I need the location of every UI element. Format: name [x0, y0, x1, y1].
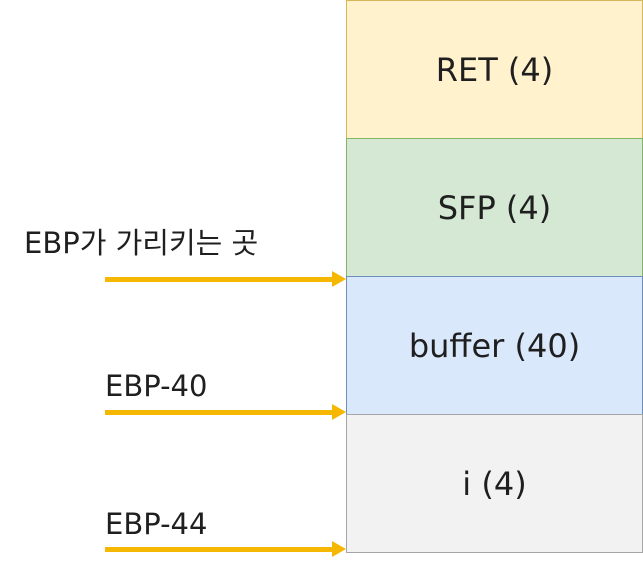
- pointer-label-ebp: EBP가 가리키는 곳: [24, 226, 259, 260]
- pointer-arrow-ebp-40: [105, 401, 346, 423]
- arrow-shaft: [105, 409, 332, 415]
- pointer-arrow-ebp: [105, 268, 346, 290]
- stack-block-ret: RET (4): [346, 0, 643, 139]
- pointer-label-ebp-44: EBP-44: [105, 507, 208, 541]
- arrow-shaft: [105, 546, 332, 552]
- stack-block-sfp-label: SFP (4): [437, 188, 552, 227]
- stack-block-sfp: SFP (4): [346, 138, 643, 277]
- pointer-arrow-ebp-44: [105, 538, 346, 560]
- arrow-head-icon: [332, 271, 346, 287]
- stack-block-buffer-label: buffer (40): [408, 326, 581, 365]
- stack-block-i-label: i (4): [462, 464, 527, 503]
- pointer-label-ebp-40: EBP-40: [105, 369, 208, 403]
- arrow-head-icon: [332, 404, 346, 420]
- arrow-head-icon: [332, 541, 346, 557]
- stack-block-ret-label: RET (4): [435, 50, 554, 89]
- arrow-shaft: [105, 276, 332, 282]
- stack-block-i: i (4): [346, 414, 643, 553]
- stack-block-buffer: buffer (40): [346, 276, 643, 415]
